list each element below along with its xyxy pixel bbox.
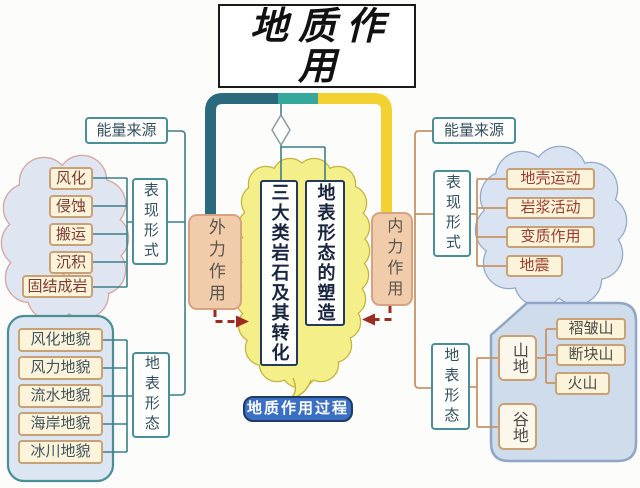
arrowhead-left-icon <box>362 313 375 326</box>
deposition-node: 沉积 <box>49 251 93 274</box>
rock-types-box: 三大类岩石及其转化 <box>260 180 298 366</box>
internal-force-node: 内力作用 <box>371 212 413 306</box>
bar-yellow <box>318 93 392 212</box>
bar-dark-teal <box>205 93 318 215</box>
transport-node: 搬运 <box>49 223 93 246</box>
energy-source-right-box: 能量来源 <box>432 117 516 144</box>
magmatic-activity-node: 岩浆活动 <box>506 197 595 219</box>
fault-block-mountain-node: 断块山 <box>556 344 626 366</box>
fold-mountain-node: 褶皱山 <box>556 318 626 340</box>
mountain-node: 山地 <box>498 335 537 381</box>
arrowhead-right-icon <box>236 315 249 328</box>
landform-right-box: 地表形态 <box>431 343 470 430</box>
coastal-landform-node: 海岸地貌 <box>18 412 103 436</box>
crustal-movement-node: 地壳运动 <box>506 168 595 190</box>
title-box: 地质作用 <box>218 4 416 88</box>
wind-landform-node: 风力地貌 <box>18 356 103 380</box>
external-force-node: 外力作用 <box>188 214 242 310</box>
landform-left-box: 地表形态 <box>132 352 170 438</box>
volcano-node: 火山 <box>555 372 610 395</box>
consolidation-node: 固结成岩 <box>22 275 93 298</box>
energy-source-left-box: 能量来源 <box>85 117 168 144</box>
right-connectors <box>414 130 556 428</box>
glacial-landform-node: 冰川地貌 <box>18 440 103 464</box>
center-cloud <box>235 157 371 400</box>
metamorphism-node: 变质作用 <box>506 226 595 248</box>
manifestation-right-box: 表现形式 <box>433 170 471 257</box>
process-caption: 地质作用过程 <box>243 396 353 422</box>
surface-shaping-box: 地表形态的塑造 <box>305 180 345 326</box>
dashed-arrow-right <box>362 306 392 326</box>
valley-node: 谷地 <box>498 403 537 450</box>
weathering-node: 风化 <box>49 167 93 190</box>
diamond-connector <box>271 113 291 147</box>
water-landform-node: 流水地貌 <box>18 384 103 408</box>
erosion-node: 侵蚀 <box>49 195 93 218</box>
main-bar <box>205 93 392 215</box>
earthquake-node: 地震 <box>506 255 563 277</box>
dashed-arrow-left <box>213 310 249 328</box>
left-connectors <box>93 130 186 453</box>
center-connectors <box>280 104 326 180</box>
weathering-landform-node: 风化地貌 <box>18 328 103 352</box>
manifestation-left-box: 表现形式 <box>132 178 168 265</box>
